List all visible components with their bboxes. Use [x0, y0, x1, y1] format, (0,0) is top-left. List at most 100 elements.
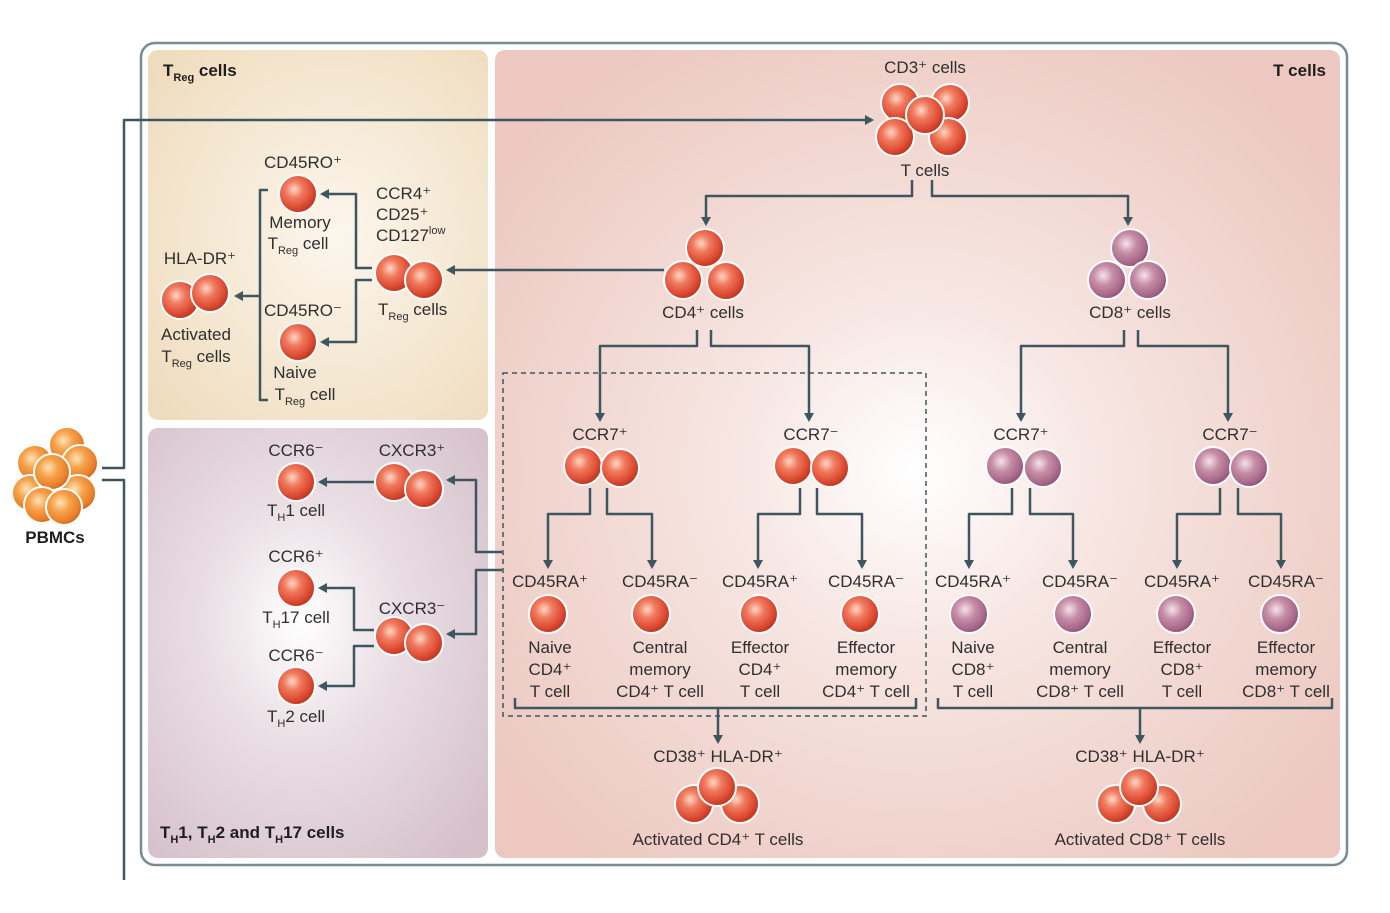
activated-cd8-cell-2: [1119, 767, 1159, 807]
cd8-subset-2-marker: CD45RA⁺: [1144, 572, 1220, 591]
arrow-25: [318, 644, 374, 691]
cd8-subset-1-line2: memory: [1049, 660, 1111, 679]
cxcr3pos-cell-1: [404, 469, 444, 509]
cd4-subset-0-marker: CD45RA⁺: [512, 572, 588, 591]
cd8-subset-3-line3: CD8⁺ T cell: [1242, 682, 1330, 701]
cxcr3-neg-label: CXCR3⁻: [379, 599, 446, 618]
treg-marker-cd127: CD127low: [376, 225, 445, 245]
cd8-subset-cell-2: [1156, 594, 1196, 634]
arrow-9: [543, 488, 592, 569]
activated-cd8-label: Activated CD8⁺ T cells: [1055, 830, 1226, 849]
cd4-subset-1-marker: CD45RA⁻: [622, 572, 698, 591]
cd3-cell-4: [905, 95, 945, 135]
cd4-subset-0-line1: Naive: [528, 638, 571, 657]
cd8-ccr7-pos-label: CCR7⁺: [993, 425, 1048, 444]
cd4-cell-2: [706, 261, 746, 301]
arrow-16: [1236, 488, 1286, 569]
cd4-cell-1: [663, 260, 703, 300]
treg-memory-cell: [278, 174, 318, 214]
arrow-6: [709, 330, 814, 422]
cd8-subset-1-line1: Central: [1053, 638, 1108, 657]
treg-activated-line1: Activated: [161, 325, 231, 344]
cd8-subset-0-line1: Naive: [951, 638, 994, 657]
cd8-ccr7-neg-label: CCR7⁻: [1202, 425, 1257, 444]
cd4-subset-1-line1: Central: [633, 638, 688, 657]
cd8-subset-3-marker: CD45RA⁻: [1248, 572, 1324, 591]
cd4-subset-3-line3: CD4⁺ T cell: [822, 682, 910, 701]
arrow-26: [320, 189, 372, 270]
cd8-subset-0-marker: CD45RA⁺: [935, 572, 1011, 591]
cd8-subset-1-line3: CD8⁺ T cell: [1036, 682, 1124, 701]
activated-cd4-marker: CD38⁺ HLA-DR⁺: [653, 747, 782, 766]
th2-marker: CCR6⁻: [268, 646, 323, 665]
arrow-19: [936, 698, 1334, 710]
cd8-subset-cell-1: [1053, 594, 1093, 634]
th17-label: TH17 cell: [262, 608, 329, 631]
cd4-subset-2-marker: CD45RA⁺: [722, 572, 798, 591]
activated-cd4-cell-2: [697, 767, 737, 807]
th17-marker: CCR6⁺: [268, 547, 323, 566]
cd8-cell-0: [1110, 228, 1150, 268]
arrow-14: [1028, 488, 1078, 569]
cd4-subset-3-marker: CD45RA⁻: [828, 572, 904, 591]
cd4-subset-2-line3: T cell: [740, 682, 780, 701]
arrow-5: [595, 330, 699, 422]
treg-activated-line2: TReg cells: [161, 347, 230, 370]
activated-cd8-marker: CD38⁺ HLA-DR⁺: [1075, 747, 1204, 766]
cd4-ccr7-pos-label: CCR7⁺: [572, 425, 627, 444]
pbmc-cell-5: [33, 453, 71, 491]
cd4-subset-3-line1: Effector: [837, 638, 896, 657]
cd4-subset-cell-1: [631, 594, 671, 634]
cd4-subset-cell-3: [840, 594, 880, 634]
cd4-subset-1-line2: memory: [629, 660, 691, 679]
treg-activated-marker: HLA-DR⁺: [164, 249, 236, 268]
cd8-ccr7pos-cell-0: [985, 446, 1025, 486]
treg-cells-label: TReg cells: [378, 300, 447, 323]
cd4-cell-0: [685, 228, 725, 268]
cd8-cell-2: [1128, 260, 1168, 300]
cxcr3-pos-label: CXCR3⁺: [379, 441, 446, 460]
cell-layer: [11, 83, 1300, 824]
cd4-ccr7pos-cell-0: [563, 446, 603, 486]
cd4-subset-2-line1: Effector: [731, 638, 790, 657]
cd8-ccr7neg-cell-0: [1193, 446, 1233, 486]
cd8-subset-cell-3: [1260, 594, 1300, 634]
arrow-3: [930, 180, 1133, 226]
arrow-1: [102, 478, 126, 880]
arrow-7: [1016, 330, 1126, 422]
cd4-subset-1-line3: CD4⁺ T cell: [616, 682, 704, 701]
pbmc-cell-7: [45, 488, 83, 526]
cd4-subset-2-line2: CD4⁺: [739, 660, 782, 679]
cd4-subset-0-line3: T cell: [530, 682, 570, 701]
th-panel-title: TH1, TH2 and TH17 cells: [160, 823, 345, 846]
arrow-10: [605, 488, 657, 569]
treg-memory-line2: TReg cell: [268, 234, 329, 257]
arrow-22: [446, 568, 502, 639]
arrow-8: [1136, 330, 1233, 422]
cd4-subset-cell-0: [528, 594, 568, 634]
cd8-subset-0-line3: T cell: [953, 682, 993, 701]
cd4-ccr7neg-cell-0: [773, 446, 813, 486]
treg-naive-line1: Naive: [273, 363, 316, 382]
arrow-21: [446, 475, 502, 554]
arrow-2: [701, 180, 914, 226]
treg-memory-line1: Memory: [269, 213, 331, 232]
th1-label: TH1 cell: [267, 501, 325, 524]
th1-marker: CCR6⁻: [268, 441, 323, 460]
cd3-label-bottom: T cells: [901, 161, 950, 180]
cd8-subset-2-line3: T cell: [1162, 682, 1202, 701]
treg-marker-ccr4: CCR4⁺: [376, 184, 431, 203]
cd8-label: CD8⁺ cells: [1089, 303, 1171, 322]
cd4-label: CD4⁺ cells: [662, 303, 744, 322]
cd4-subset-3-line2: memory: [835, 660, 897, 679]
treg-memory-marker: CD45RO⁺: [264, 153, 342, 172]
cd8-subset-3-line2: memory: [1255, 660, 1317, 679]
cd8-subset-2-line1: Effector: [1153, 638, 1212, 657]
treg-panel-title: TReg cells: [163, 61, 237, 84]
pbmc-label: PBMCs: [25, 528, 85, 547]
cd4-ccr7neg-cell-1: [810, 448, 850, 488]
cd8-subset-3-line1: Effector: [1257, 638, 1316, 657]
cd8-subset-1-marker: CD45RA⁻: [1042, 572, 1118, 591]
arrow-27: [320, 278, 372, 347]
